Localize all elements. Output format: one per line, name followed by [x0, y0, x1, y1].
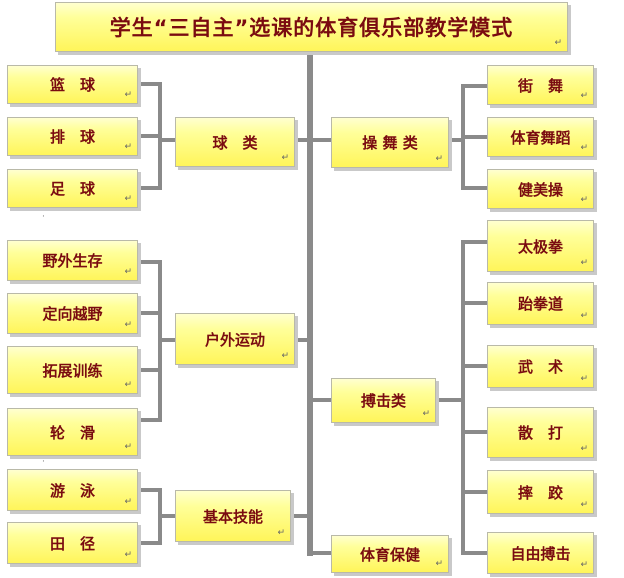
diagram-title-box: 学生“三自主”选课的体育俱乐部教学模式 ↵ [55, 2, 568, 52]
item-sanda: 散 打↵ [487, 407, 594, 458]
item-wushu: 武 术↵ [487, 345, 594, 388]
stray-dot: · [42, 212, 45, 222]
item-outward-training: 拓展训练↵ [7, 346, 138, 394]
item-orienteering: 定向越野↵ [7, 293, 138, 334]
item-tai-chi: 太极拳↵ [487, 220, 594, 272]
item-track-and-field: 田 径↵ [7, 522, 138, 564]
category-basic-skills: 基本技能↵ [175, 490, 291, 542]
item-wrestling: 摔 跤↵ [487, 470, 594, 514]
category-outdoor-sports: 户外运动↵ [175, 313, 295, 365]
item-street-dance: 街 舞↵ [487, 65, 594, 105]
category-health-care: 体育保健↵ [331, 535, 449, 573]
item-roller-skating: 轮 滑↵ [7, 408, 138, 456]
stray-dot: · [42, 457, 45, 467]
item-basketball: 篮 球↵ [7, 65, 138, 104]
item-swimming: 游 泳↵ [7, 469, 138, 511]
category-dance: 操 舞 类↵ [331, 117, 449, 168]
item-aerobics: 健美操↵ [487, 169, 594, 209]
item-wilderness-survival: 野外生存↵ [7, 240, 138, 281]
item-volleyball: 排 球↵ [7, 117, 138, 156]
item-dancesport: 体育舞蹈↵ [487, 117, 594, 157]
item-free-combat: 自由搏击↵ [487, 532, 594, 574]
return-mark: ↵ [554, 38, 562, 48]
category-ball-sports: 球 类↵ [175, 117, 295, 167]
item-taekwondo: 跆拳道↵ [487, 282, 594, 325]
category-combat: 搏击类↵ [331, 378, 436, 423]
item-football: 足 球↵ [7, 169, 138, 208]
diagram-title: 学生“三自主”选课的体育俱乐部教学模式 [109, 16, 514, 40]
